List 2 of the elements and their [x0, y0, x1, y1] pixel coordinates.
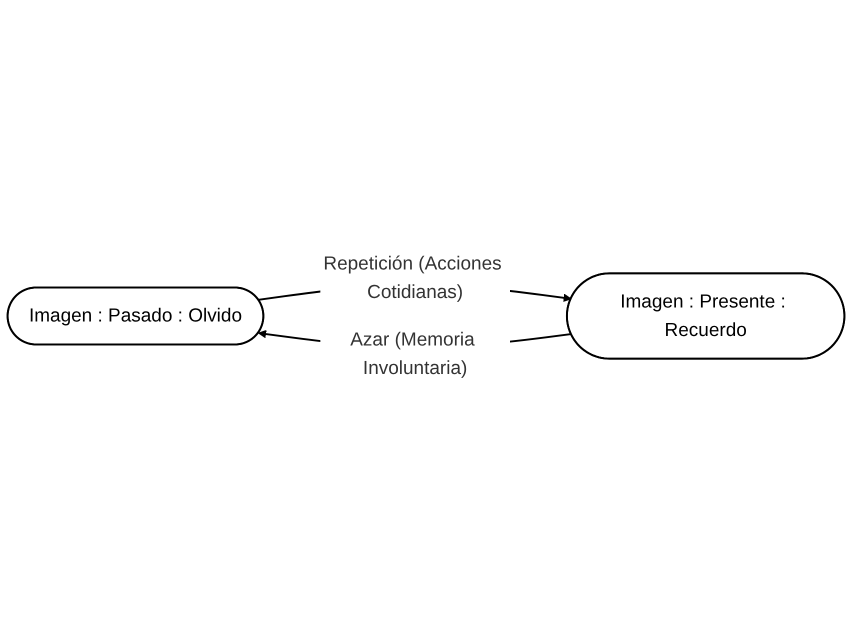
edge-label: Repetición (Acciones Cotidianas) [323, 253, 502, 303]
edge-label: Azar (Memoria Involuntaria) [350, 329, 475, 379]
